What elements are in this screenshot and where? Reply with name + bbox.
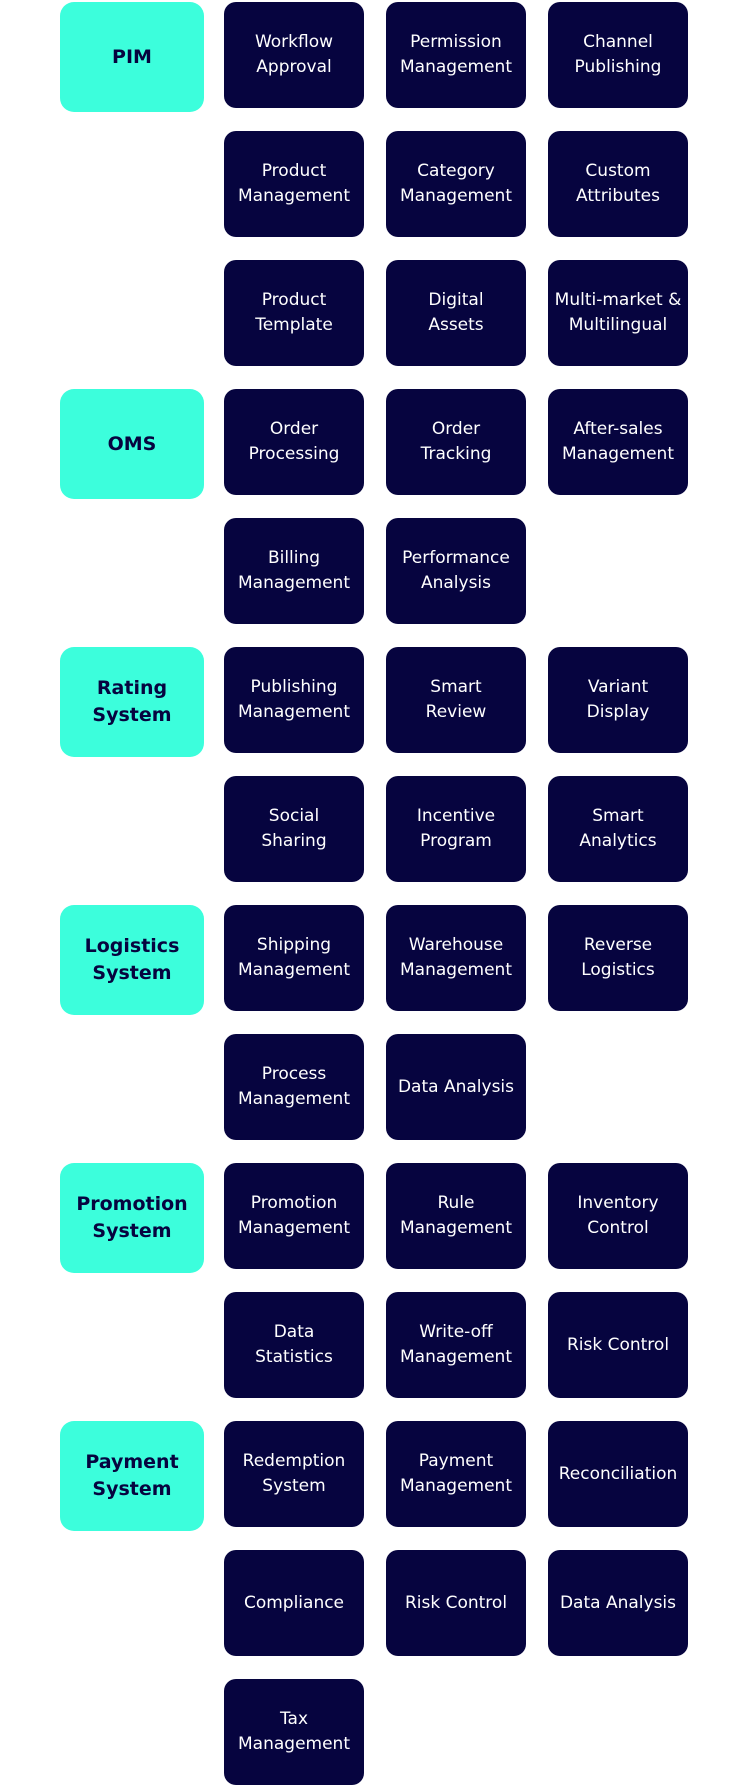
- feature-box: Rule Management: [386, 1163, 526, 1269]
- feature-box: Data Analysis: [548, 1550, 688, 1656]
- feature-box: Workflow Approval: [224, 2, 364, 108]
- system-label: Payment System: [60, 1421, 204, 1531]
- feature-box: Custom Attributes: [548, 131, 688, 237]
- feature-box: Shipping Management: [224, 905, 364, 1011]
- system-label: OMS: [60, 389, 204, 499]
- feature-box: Reconciliation: [548, 1421, 688, 1527]
- feature-box: Reverse Logistics: [548, 905, 688, 1011]
- feature-box: Product Management: [224, 131, 364, 237]
- feature-box: Social Sharing: [224, 776, 364, 882]
- feature-box: After-sales Management: [548, 389, 688, 495]
- feature-box: Smart Analytics: [548, 776, 688, 882]
- feature-box: Order Processing: [224, 389, 364, 495]
- feature-box: Permission Management: [386, 2, 526, 108]
- system-label: Rating System: [60, 647, 204, 757]
- feature-box: Payment Management: [386, 1421, 526, 1527]
- feature-box: Billing Management: [224, 518, 364, 624]
- feature-box: Category Management: [386, 131, 526, 237]
- feature-box: Write-off Management: [386, 1292, 526, 1398]
- feature-box: Data Analysis: [386, 1034, 526, 1140]
- feature-box: Promotion Management: [224, 1163, 364, 1269]
- feature-box: Redemption System: [224, 1421, 364, 1527]
- feature-box: Digital Assets: [386, 260, 526, 366]
- system-label: PIM: [60, 2, 204, 112]
- feature-box: Inventory Control: [548, 1163, 688, 1269]
- system-label: Logistics System: [60, 905, 204, 1015]
- feature-box: Publishing Management: [224, 647, 364, 753]
- feature-box: Order Tracking: [386, 389, 526, 495]
- system-label: Promotion System: [60, 1163, 204, 1273]
- feature-box: Multi-market & Multilingual: [548, 260, 688, 366]
- feature-box: Smart Review: [386, 647, 526, 753]
- feature-box: Channel Publishing: [548, 2, 688, 108]
- feature-box: Compliance: [224, 1550, 364, 1656]
- feature-box: Product Template: [224, 260, 364, 366]
- feature-box: Warehouse Management: [386, 905, 526, 1011]
- feature-box: Variant Display: [548, 647, 688, 753]
- feature-box: Risk Control: [548, 1292, 688, 1398]
- feature-box: Data Statistics: [224, 1292, 364, 1398]
- feature-box: Tax Management: [224, 1679, 364, 1785]
- feature-box: Incentive Program: [386, 776, 526, 882]
- feature-box: Risk Control: [386, 1550, 526, 1656]
- feature-box: Performance Analysis: [386, 518, 526, 624]
- feature-box: Process Management: [224, 1034, 364, 1140]
